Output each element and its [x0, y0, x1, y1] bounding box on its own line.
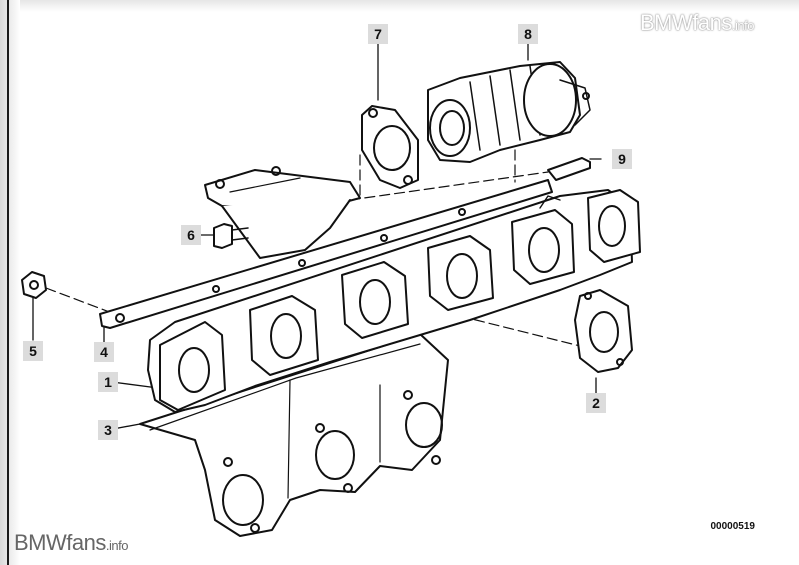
callout-5: 5: [23, 341, 43, 361]
watermark-bottom: BMWfans.info: [14, 530, 128, 555]
callout-7: 7: [368, 24, 388, 44]
leader-lines: [32, 41, 602, 430]
frame-left-border: [0, 0, 20, 565]
callout-6: 6: [181, 225, 201, 245]
callout-1: 1: [98, 372, 118, 392]
callout-9: 9: [612, 149, 632, 169]
callout-8: 8: [518, 24, 538, 44]
diagram-code: 00000519: [710, 521, 756, 532]
nut-5: [21, 271, 47, 299]
mounting-strip: [99, 179, 553, 329]
frame-top-shade: [0, 0, 799, 12]
watermark-top: BMWfans.info: [640, 10, 754, 35]
callout-4: 4: [94, 342, 114, 362]
stud-9: [547, 157, 591, 181]
egr-valve: [427, 61, 591, 163]
callout-2: 2: [586, 393, 606, 413]
callout-3: 3: [98, 420, 118, 440]
manifold-body: [147, 189, 641, 413]
bolt-6: [213, 223, 249, 249]
egr-flange-plate: [204, 166, 361, 259]
heat-shield: [139, 333, 449, 537]
flange-gasket: [361, 105, 419, 189]
manifold-gasket: [574, 289, 633, 373]
